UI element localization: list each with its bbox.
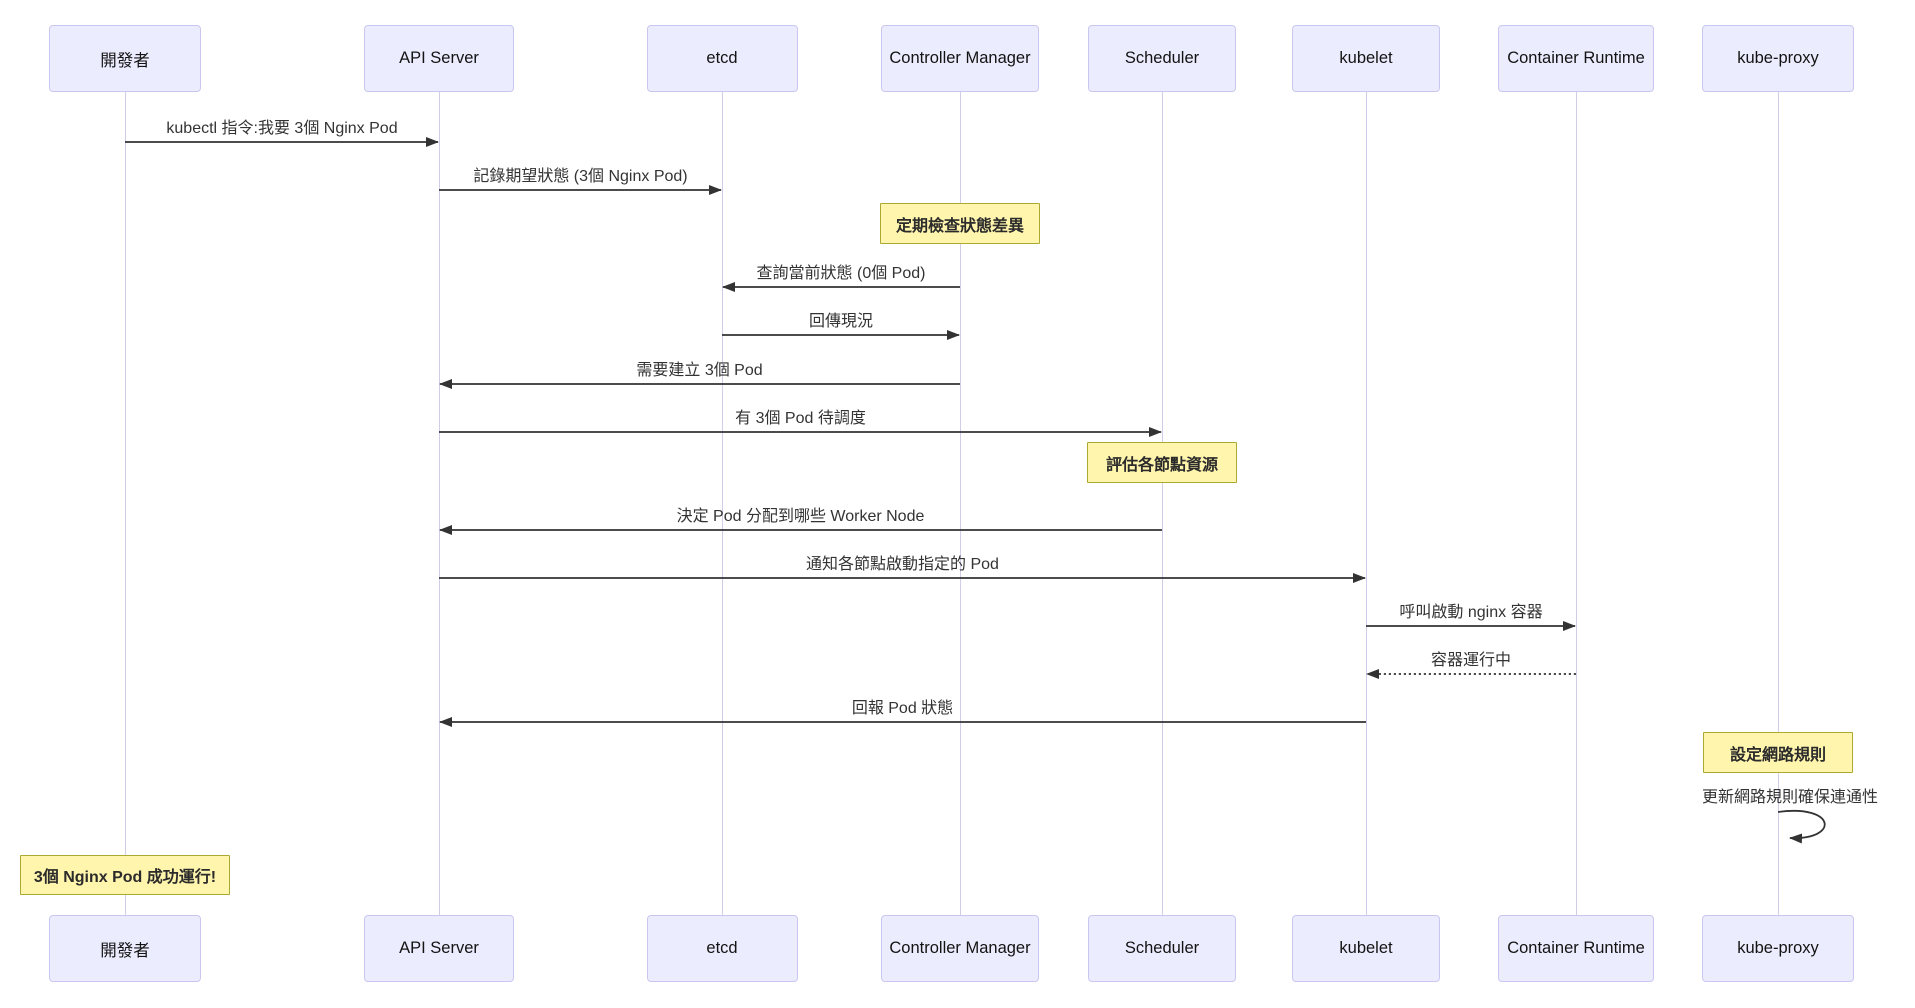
actor-top-controller-manager: Controller Manager xyxy=(881,25,1039,92)
lifeline-api-server xyxy=(439,92,440,915)
lifeline-scheduler xyxy=(1162,92,1163,915)
actor-bottom-api-server: API Server xyxy=(364,915,514,982)
message-label: 更新網路規則確保連通性 xyxy=(1701,789,1879,806)
actor-bottom-kube-proxy: kube-proxy xyxy=(1702,915,1854,982)
message-label: 決定 Pod 分配到哪些 Worker Node xyxy=(676,508,925,525)
lifeline-etcd xyxy=(722,92,723,915)
actor-bottom-developer: 開發者 xyxy=(49,915,201,982)
message-label: 回傳現況 xyxy=(808,313,874,330)
actor-bottom-controller-manager: Controller Manager xyxy=(881,915,1039,982)
actor-top-api-server: API Server xyxy=(364,25,514,92)
message-label: 呼叫啟動 nginx 容器 xyxy=(1399,604,1543,621)
lifeline-container-runtime xyxy=(1576,92,1577,915)
message-label: 記錄期望狀態 (3個 Nginx Pod) xyxy=(473,168,688,185)
message-label: 回報 Pod 狀態 xyxy=(851,700,954,717)
lifeline-developer xyxy=(125,92,126,915)
actor-bottom-etcd: etcd xyxy=(646,915,798,982)
note-over-developer: 3個 Nginx Pod 成功運行! xyxy=(20,855,230,895)
message-label: 容器運行中 xyxy=(1430,652,1512,669)
message-label: 通知各節點啟動指定的 Pod xyxy=(806,556,999,573)
note-over-controller-manager: 定期檢查狀態差異 xyxy=(880,203,1040,244)
message-label: kubectl 指令:我要 3個 Nginx Pod xyxy=(166,120,398,137)
lifeline-kubelet xyxy=(1366,92,1367,915)
message-label: 需要建立 3個 Pod xyxy=(636,362,763,379)
actor-top-developer: 開發者 xyxy=(49,25,201,92)
note-over-kube-proxy: 設定網路規則 xyxy=(1703,732,1853,773)
message-label: 查詢當前狀態 (0個 Pod) xyxy=(756,265,926,282)
actor-top-etcd: etcd xyxy=(646,25,798,92)
lifeline-kube-proxy xyxy=(1778,92,1779,915)
note-over-scheduler: 評估各節點資源 xyxy=(1087,442,1237,483)
actor-top-scheduler: Scheduler xyxy=(1088,25,1236,92)
actor-bottom-scheduler: Scheduler xyxy=(1088,915,1236,982)
actor-top-kubelet: kubelet xyxy=(1292,25,1440,92)
lifeline-controller-manager xyxy=(960,92,961,915)
actor-top-container-runtime: Container Runtime xyxy=(1498,25,1654,92)
actor-bottom-container-runtime: Container Runtime xyxy=(1498,915,1654,982)
self-message-arrow xyxy=(1777,809,1826,844)
message-label: 有 3個 Pod 待調度 xyxy=(735,410,866,427)
actor-top-kube-proxy: kube-proxy xyxy=(1702,25,1854,92)
actor-bottom-kubelet: kubelet xyxy=(1292,915,1440,982)
